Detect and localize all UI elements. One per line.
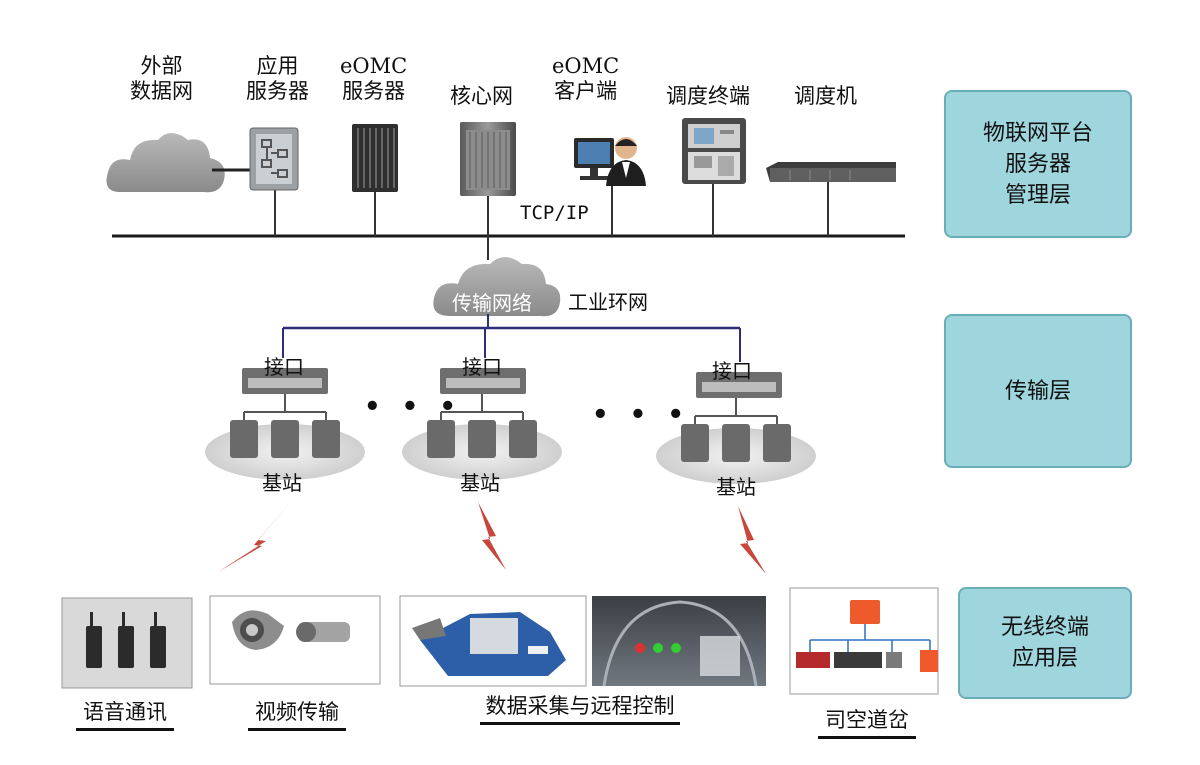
mine-tunnel-image <box>592 596 766 687</box>
eomc-client-icon <box>574 137 646 186</box>
core-network-label: 核心网 <box>450 84 513 108</box>
base-station-label: 基站 <box>262 471 302 495</box>
video-transmission-label: 视频传输 <box>248 696 346 731</box>
switch-control-image <box>789 587 939 695</box>
voice-communication-label: 语音通讯 <box>76 696 174 731</box>
walkie-talkie-image <box>61 597 193 689</box>
base-station-label: 基站 <box>460 471 500 495</box>
wireless-link-icon <box>218 500 766 574</box>
transport-network-label: 传输网络 <box>452 291 532 315</box>
base-station-group-2 <box>402 368 562 480</box>
base-station-label: 基站 <box>716 475 756 499</box>
shearer-machine-image <box>399 595 587 687</box>
video-camera-image <box>209 595 381 685</box>
external-network-label: 外部数据网 <box>130 54 193 103</box>
transport-cloud-icon <box>433 257 561 317</box>
ellipsis: • • • <box>592 400 690 430</box>
transport-layer-box: 传输层 <box>944 314 1132 468</box>
dispatch-terminal-label: 调度终端 <box>666 84 750 108</box>
cloud-icon <box>106 133 225 193</box>
base-station-group-1 <box>205 368 365 480</box>
ellipsis: • • • <box>364 392 462 422</box>
base-station-group-3 <box>656 372 816 484</box>
dispatch-terminal-icon <box>682 118 746 184</box>
data-acquisition-label: 数据采集与远程控制 <box>480 690 680 725</box>
interface-label: 接口 <box>462 355 502 379</box>
wireless-terminal-layer-box: 无线终端 应用层 <box>958 587 1132 699</box>
ring-drops <box>282 328 741 362</box>
interface-label: 接口 <box>264 355 304 379</box>
dispatcher-label: 调度机 <box>794 84 857 108</box>
management-layer-box: 物联网平台 服务器 管理层 <box>944 90 1132 238</box>
dispatcher-rack-icon <box>766 162 896 182</box>
industrial-ring-label: 工业环网 <box>568 290 648 314</box>
core-network-rack-icon <box>460 122 516 196</box>
interface-label: 接口 <box>712 359 752 383</box>
eomc-server-icon <box>352 124 398 192</box>
switch-control-label: 司空道岔 <box>818 704 916 739</box>
tcp-ip-label: TCP/IP <box>520 202 589 224</box>
bus-drops <box>274 182 829 260</box>
application-server-label: 应用服务器 <box>246 54 309 103</box>
application-server-icon <box>249 127 299 191</box>
